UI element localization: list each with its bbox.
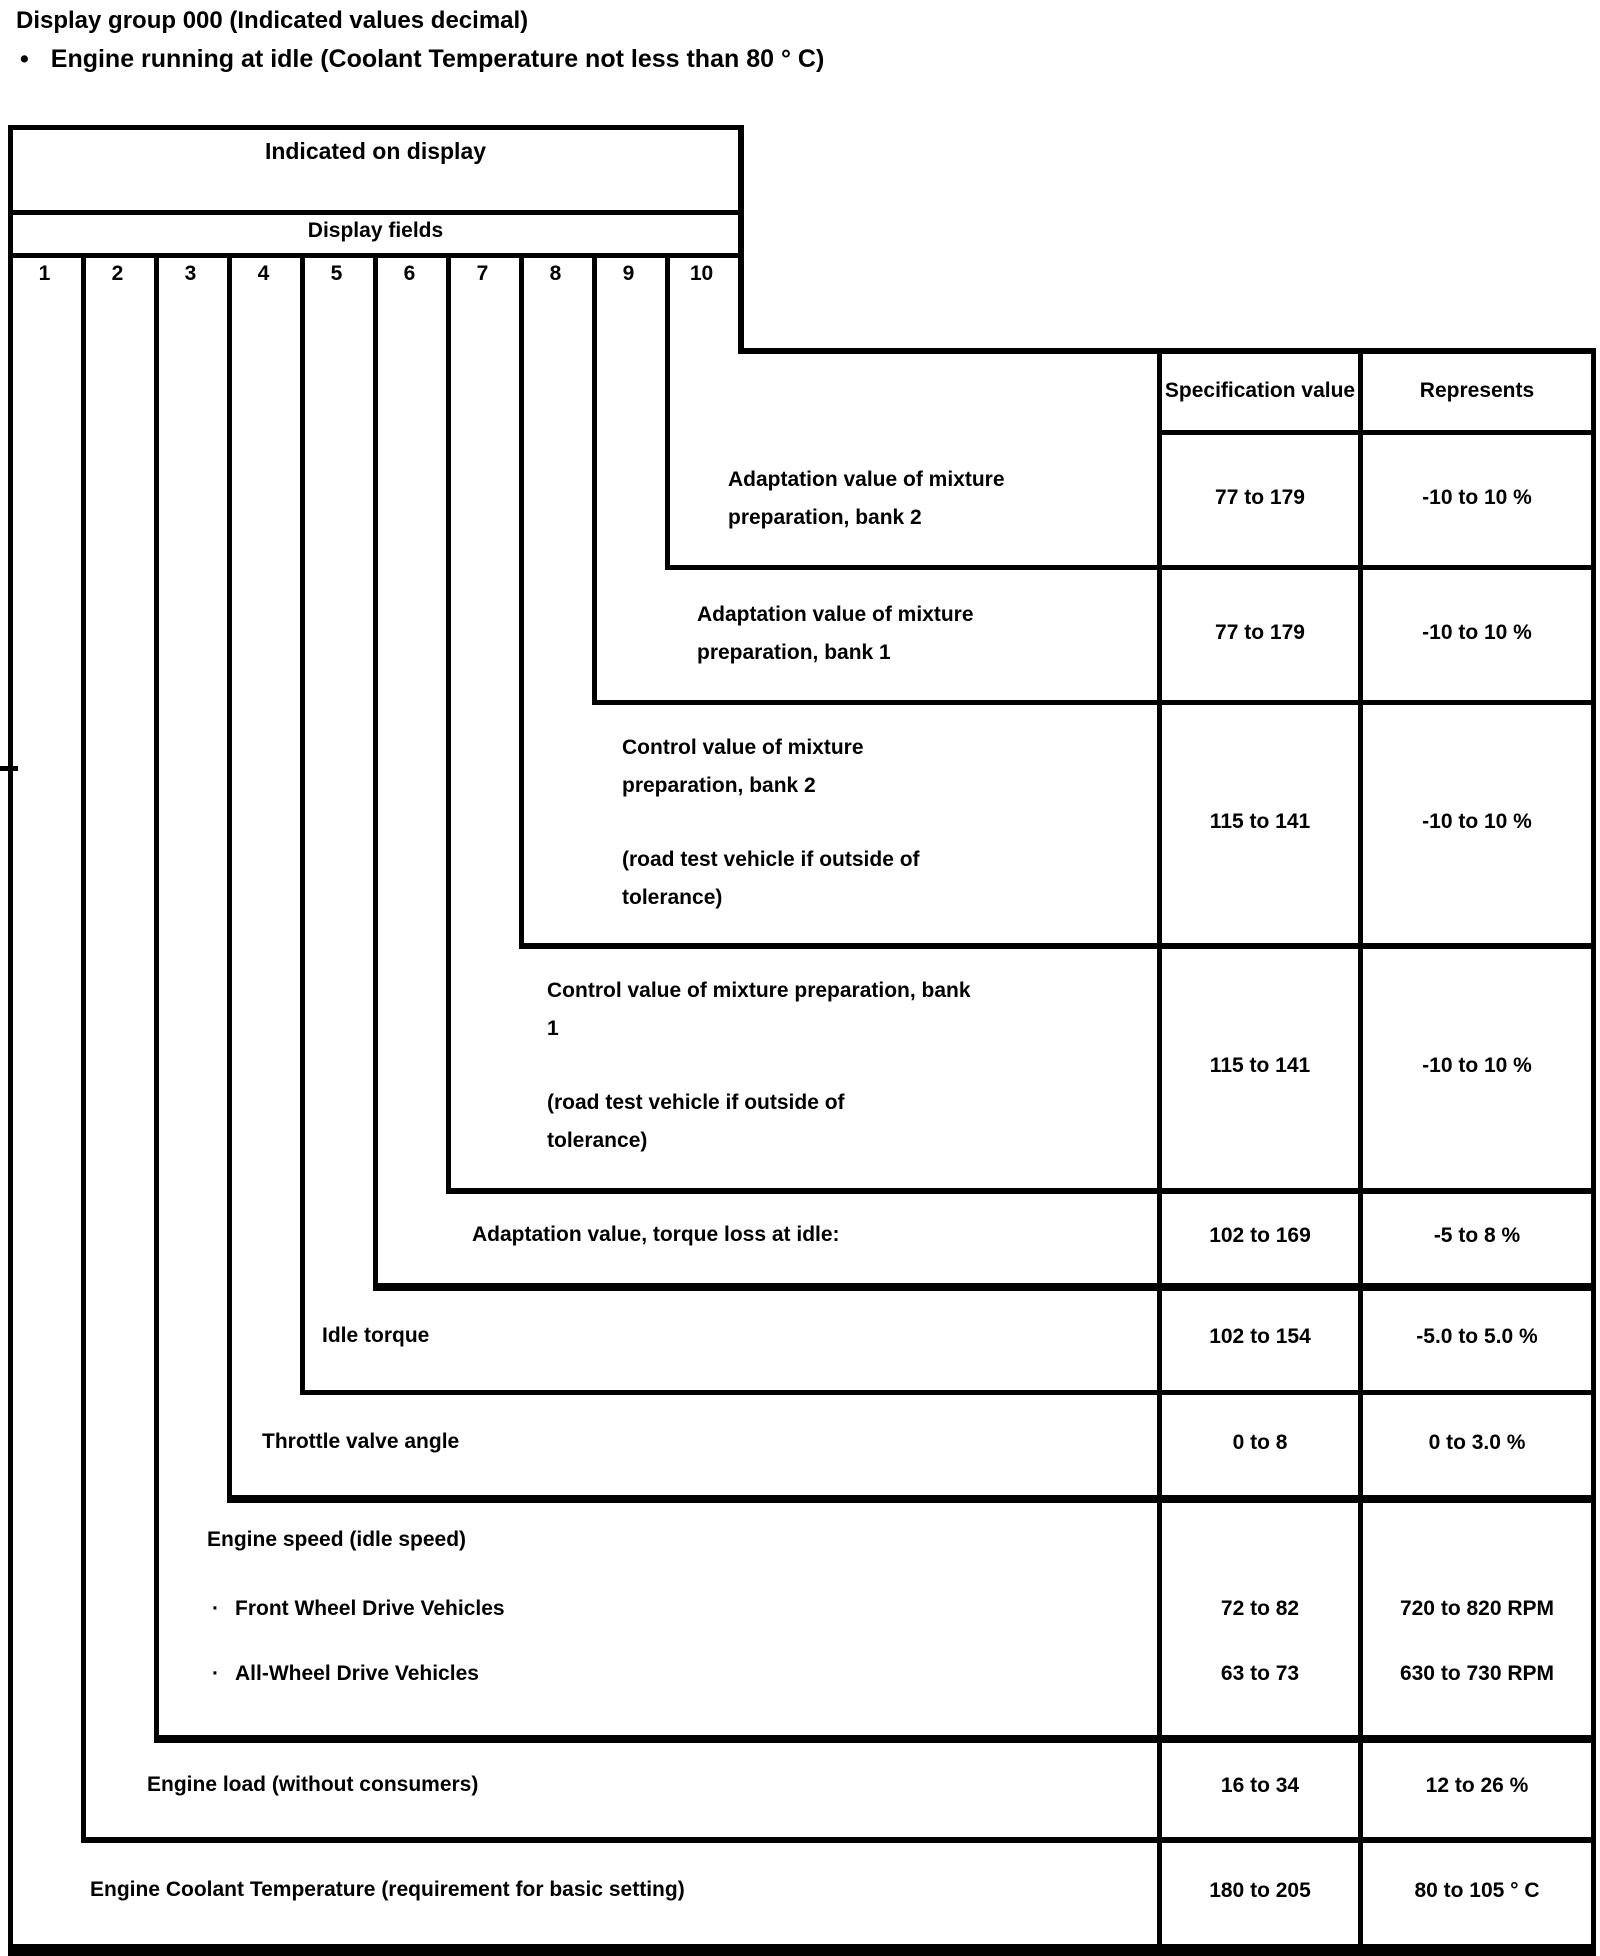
row-label: Throttle valve angle — [262, 1429, 460, 1453]
display-field-number: 2 — [111, 262, 124, 285]
table-line — [1591, 348, 1596, 1956]
table-line — [738, 348, 1596, 354]
table-line — [592, 700, 1596, 705]
display-field-number: 6 — [403, 262, 416, 285]
table-line — [519, 943, 1596, 949]
spec-value: 115 to 141 — [1209, 809, 1311, 833]
spec-value: 180 to 205 — [1209, 1878, 1311, 1902]
bullet-dot-icon: · — [212, 1597, 219, 1620]
represents-value: 630 to 730 RPM — [1399, 1662, 1555, 1685]
display-field-number: 1 — [38, 262, 51, 285]
display-field-number: 7 — [476, 262, 489, 285]
row-label: Adaptation value, torque loss at idle: — [472, 1222, 840, 1246]
table-line — [1358, 348, 1363, 1956]
spec-value: 72 to 82 — [1220, 1597, 1300, 1620]
represents-value: -10 to 10 % — [1422, 485, 1532, 509]
header-indicated-on-display: Indicated on display — [264, 138, 487, 164]
header-specification-value: Specification value — [1164, 379, 1356, 402]
table-line — [592, 253, 597, 705]
spec-value: 77 to 179 — [1215, 620, 1305, 644]
table-line — [519, 253, 524, 949]
table-line — [300, 1390, 1596, 1395]
row-label: Engine speed (idle speed) — [207, 1528, 467, 1551]
spec-value: 102 to 169 — [1209, 1223, 1311, 1247]
represents-value: 80 to 105 ° C — [1414, 1878, 1540, 1902]
table-line — [81, 1837, 1596, 1843]
row-note: (road test vehicle if outside of toleran… — [622, 848, 920, 909]
represents-value: -10 to 10 % — [1422, 1053, 1532, 1077]
display-field-number: 3 — [184, 262, 197, 285]
subtitle: • Engine running at idle (Coolant Temper… — [20, 46, 824, 72]
table-line — [1157, 430, 1596, 435]
spec-value: 16 to 34 — [1220, 1774, 1300, 1797]
row-label: Control value of mixture preparation, ba… — [622, 712, 1022, 934]
row-label: Engine Coolant Temperature (requirement … — [90, 1877, 685, 1901]
row-label: Adaptation value of mixture preparation,… — [728, 468, 1005, 529]
display-field-number: 9 — [622, 262, 635, 285]
represents-value: 720 to 820 RPM — [1399, 1597, 1555, 1620]
table-line — [8, 210, 743, 215]
subtitle-text: Engine running at idle (Coolant Temperat… — [50, 45, 825, 73]
table-line — [373, 253, 378, 1291]
engine-speed-bullet-item: · All-Wheel Drive Vehicles — [212, 1662, 479, 1685]
table-line — [81, 253, 86, 1843]
table-line — [300, 253, 305, 1395]
table-line — [446, 253, 451, 1194]
table-line — [738, 125, 744, 354]
table-line — [373, 1283, 1596, 1291]
represents-value: 12 to 26 % — [1425, 1774, 1529, 1797]
row-label: Idle torque — [322, 1323, 430, 1347]
table-line — [227, 1495, 1596, 1503]
spec-value: 0 to 8 — [1232, 1430, 1288, 1454]
table-line — [8, 1944, 1596, 1956]
row-note: (road test vehicle if outside of toleran… — [547, 1091, 845, 1152]
row-label: Engine load (without consumers) — [147, 1773, 479, 1796]
table-line — [8, 125, 13, 1956]
header-display-fields: Display fields — [307, 219, 444, 242]
bullet-dot-icon: · — [212, 1662, 219, 1685]
table-line — [665, 253, 670, 570]
engine-speed-bullet-item: · Front Wheel Drive Vehicles — [212, 1597, 505, 1620]
display-field-number: 8 — [549, 262, 562, 285]
row-label: Adaptation value of mixture preparation,… — [697, 603, 974, 664]
table-line — [227, 253, 232, 1503]
table-line — [1157, 348, 1162, 1956]
display-field-number: 5 — [330, 262, 343, 285]
spec-value: 63 to 73 — [1220, 1662, 1300, 1685]
represents-value: -10 to 10 % — [1422, 620, 1532, 644]
represents-value: -5 to 8 % — [1433, 1223, 1521, 1247]
represents-value: -5.0 to 5.0 % — [1416, 1324, 1538, 1348]
page-title: Display group 000 (Indicated values deci… — [16, 7, 529, 34]
row-label: Control value of mixture preparation, ba… — [547, 955, 997, 1177]
represents-value: 0 to 3.0 % — [1428, 1430, 1526, 1454]
table-line — [154, 1735, 1596, 1743]
spec-value: 77 to 179 — [1215, 485, 1305, 509]
display-field-number: 4 — [257, 262, 270, 285]
header-represents: Represents — [1419, 379, 1535, 402]
table-line — [8, 125, 743, 130]
bullet-icon: • — [20, 45, 29, 73]
spec-value: 102 to 154 — [1209, 1324, 1311, 1348]
table-line — [446, 1188, 1596, 1194]
display-field-number: 10 — [689, 262, 714, 285]
table-line — [154, 253, 159, 1743]
table-line — [665, 565, 1596, 570]
represents-value: -10 to 10 % — [1422, 809, 1532, 833]
spec-value: 115 to 141 — [1209, 1053, 1311, 1077]
